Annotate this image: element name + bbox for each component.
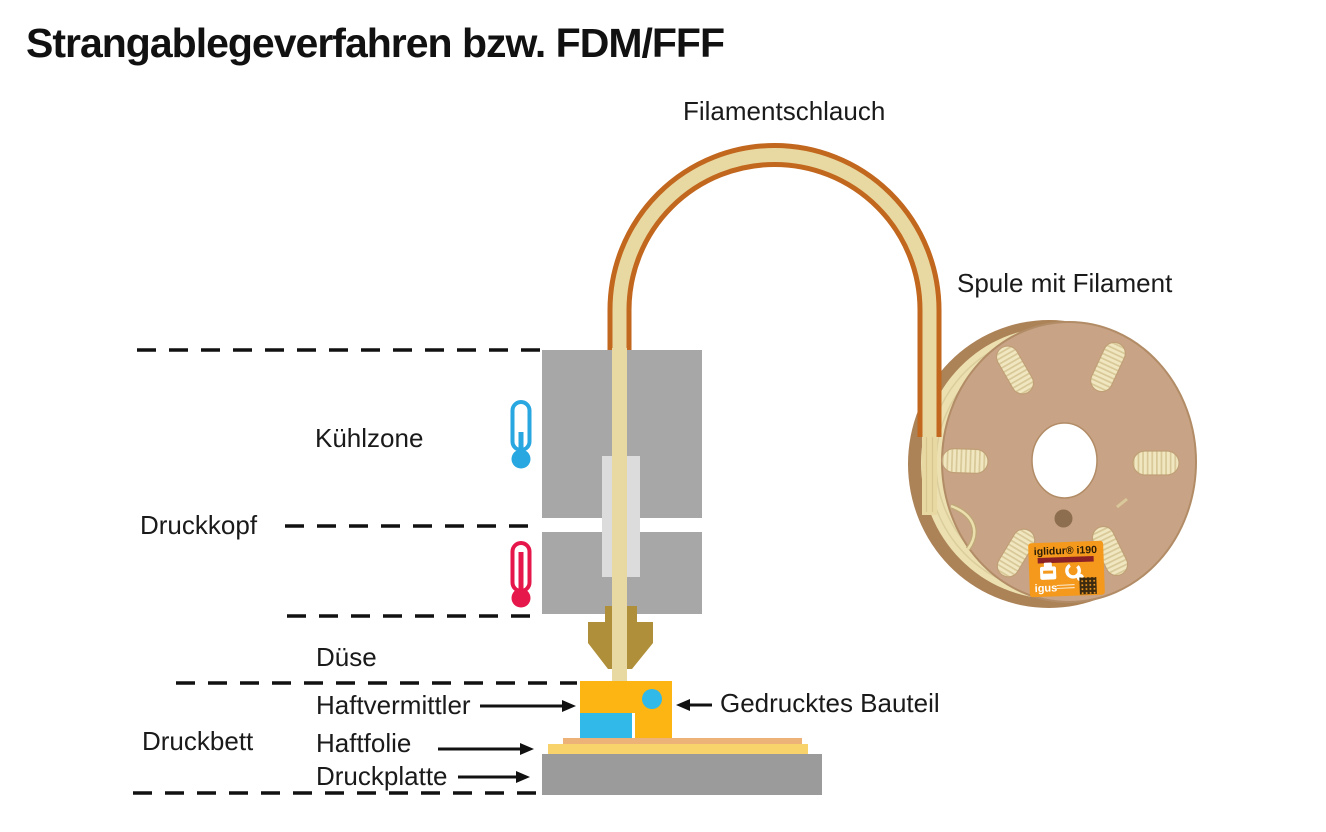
label-haftvermittler: Haftvermittler	[316, 690, 471, 720]
haftvermittler-arrow	[480, 700, 576, 712]
qr-code-icon	[1079, 576, 1097, 595]
filament-spool: iglidur® i190 igus	[908, 320, 1197, 608]
label-gedrucktes-bauteil: Gedrucktes Bauteil	[720, 688, 940, 718]
spool-slot	[1090, 341, 1126, 393]
brand-text: igus	[1034, 582, 1057, 595]
filament-end-stub	[1116, 497, 1128, 509]
label-druckbett: Druckbett	[142, 726, 254, 756]
haftfolie-arrow	[438, 743, 534, 755]
spool-slot	[1132, 450, 1180, 476]
printed-part	[580, 681, 672, 738]
label-divider	[1056, 587, 1075, 589]
zone-dashed-lines	[133, 348, 577, 795]
print-head	[542, 348, 702, 681]
part-feature-gap	[632, 713, 635, 738]
spool-slot	[995, 345, 1035, 395]
spool-center-hole	[1031, 422, 1098, 499]
label-haftfolie: Haftfolie	[316, 728, 412, 758]
loose-filament-end	[950, 503, 977, 551]
label-duese: Düse	[316, 642, 377, 672]
cold-thermometer-icon	[510, 400, 532, 469]
label-druckplatte: Druckplatte	[316, 761, 448, 791]
part-feature-slot	[580, 713, 632, 738]
printer-icon	[1039, 562, 1057, 580]
filament-in-head	[612, 348, 627, 681]
gedrucktes-bauteil-arrow	[676, 699, 712, 711]
label-spule-mit-filament: Spule mit Filament	[957, 268, 1173, 298]
spool-slot	[941, 448, 989, 474]
filament-strand-into-spool	[922, 437, 937, 515]
label-filamentschlauch: Filamentschlauch	[683, 96, 886, 126]
build-plate	[542, 754, 822, 795]
spool-product-label: iglidur® i190 igus	[1028, 540, 1105, 598]
print-bed	[542, 738, 822, 795]
adhesive-foil-layer	[548, 744, 808, 754]
label-divider	[1056, 584, 1075, 586]
part-feature-hole	[642, 689, 662, 709]
label-druckkopf: Druckkopf	[140, 510, 258, 540]
spool-product-name: iglidur® i190	[1034, 544, 1098, 558]
filament-tube	[607, 143, 942, 437]
label-band	[1037, 556, 1094, 564]
annotation-arrows	[438, 699, 712, 783]
page-title: Strangablegeverfahren bzw. FDM/FFF	[26, 20, 725, 66]
druckplatte-arrow	[458, 771, 530, 783]
spool-pin-hole	[1054, 509, 1073, 528]
adhesion-promoter-layer	[563, 738, 802, 744]
spool-slot	[996, 528, 1036, 578]
hot-thermometer-icon	[510, 541, 532, 608]
label-kuehlzone: Kühlzone	[315, 423, 424, 453]
